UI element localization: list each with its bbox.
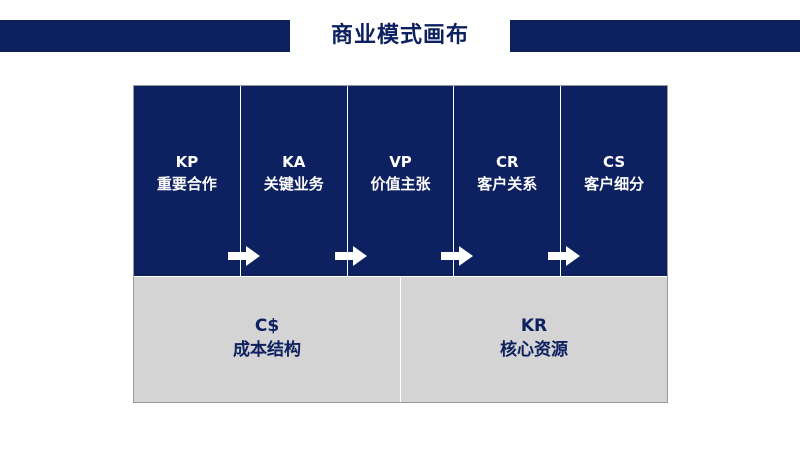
arrow-right-icon bbox=[548, 246, 580, 266]
block-key-resources: KR 核心资源 bbox=[401, 277, 667, 402]
block-code: KP bbox=[175, 153, 199, 171]
canvas-top-row: KP 重要合作 KA 关键业务 VP 价值主张 CR 客户关系 CS 客户细分 bbox=[134, 86, 667, 276]
block-code: KR bbox=[520, 316, 548, 336]
arrow-right-icon bbox=[335, 246, 367, 266]
block-label: 成本结构 bbox=[233, 340, 301, 360]
title-bar-left bbox=[0, 20, 290, 52]
arrow-right-icon bbox=[441, 246, 473, 266]
block-label: 关键业务 bbox=[263, 175, 324, 193]
block-label: 价值主张 bbox=[370, 175, 431, 193]
business-model-canvas: KP 重要合作 KA 关键业务 VP 价值主张 CR 客户关系 CS 客户细分 bbox=[133, 85, 668, 403]
block-key-partners: KP 重要合作 bbox=[134, 86, 241, 276]
canvas-bottom-row: C$ 成本结构 KR 核心资源 bbox=[134, 277, 667, 402]
arrow-right-icon bbox=[228, 246, 260, 266]
block-code: CS bbox=[603, 153, 626, 171]
block-customer-relationships: CR 客户关系 bbox=[454, 86, 562, 276]
block-customer-segments: CS 客户细分 bbox=[561, 86, 667, 276]
block-code: C$ bbox=[254, 316, 280, 336]
block-value-proposition: VP 价值主张 bbox=[347, 86, 455, 276]
block-code: CR bbox=[496, 153, 519, 171]
block-label: 客户关系 bbox=[477, 175, 538, 193]
block-key-activities: KA 关键业务 bbox=[240, 86, 348, 276]
block-label: 重要合作 bbox=[156, 175, 217, 193]
page-title: 商业模式画布 bbox=[330, 23, 469, 48]
block-label: 核心资源 bbox=[500, 340, 568, 360]
title-bar-right bbox=[510, 20, 800, 52]
block-code: VP bbox=[389, 153, 412, 171]
block-label: 客户细分 bbox=[584, 175, 645, 193]
block-code: KA bbox=[282, 153, 306, 171]
block-cost-structure: C$ 成本结构 bbox=[134, 277, 401, 402]
